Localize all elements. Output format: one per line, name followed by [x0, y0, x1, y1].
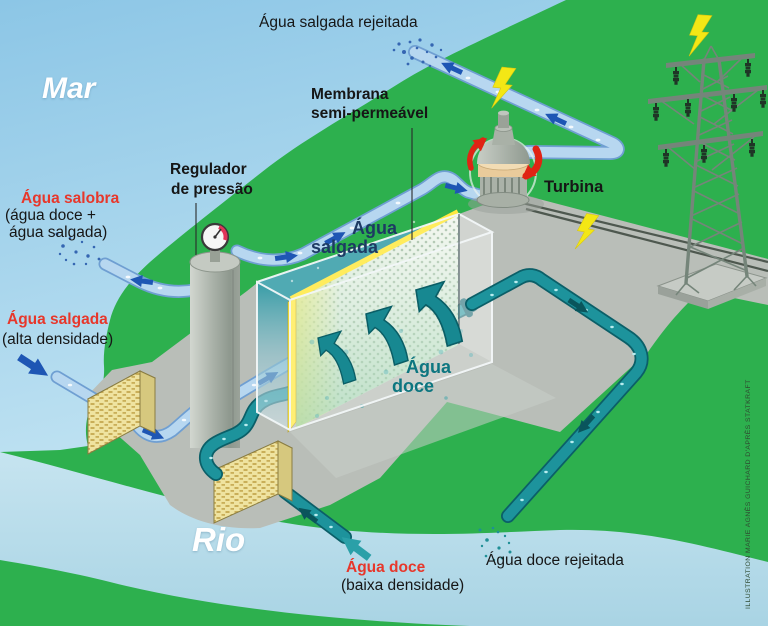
- tank-freshwater-label-line2: doce: [392, 376, 435, 396]
- saltwater-intake-sub: (alta densidade): [2, 331, 114, 348]
- tank-saltwater-label-line2: salgada: [311, 237, 379, 257]
- turbine: [467, 110, 544, 214]
- pressure-regulator: [189, 203, 241, 448]
- pressure-gauge-icon: [200, 222, 230, 252]
- pipe-saltwater-to-turbine: [230, 170, 493, 267]
- spray-brackish: [55, 232, 101, 266]
- membrane-label-line2: semi-permeável: [311, 105, 429, 122]
- regulator-label-line2: de pressão: [171, 181, 253, 198]
- spray-rejected-saltwater: [392, 38, 443, 68]
- pylon-base-slab: [656, 263, 768, 309]
- rejected-freshwater-label: Água doce rejeitada: [486, 552, 624, 569]
- spray-rejected-freshwater: [478, 526, 512, 562]
- rotation-arrows: [467, 132, 543, 184]
- turbine-label: Turbina: [544, 178, 604, 196]
- tank-freshwater-label-line1: Água: [406, 357, 451, 377]
- sea-area: [0, 0, 566, 452]
- freshwater-intake-label: Água doce: [346, 559, 426, 576]
- pipe-rejected-freshwater: [465, 268, 649, 562]
- power-lines: [517, 200, 768, 273]
- river-label: Rio: [192, 521, 246, 558]
- pipe-freshwater-intake: [278, 485, 375, 566]
- transmission-tower-icon: [648, 45, 767, 296]
- membrane-top-edge: [289, 209, 460, 302]
- brackish-water-label: Água salobra: [21, 190, 120, 207]
- illustration-credit: ILLUSTRATION MARIE AGNÈS GUICHARD D'APRÈ…: [745, 379, 752, 609]
- brackish-water-sub2: água salgada): [9, 224, 108, 241]
- sea-label: Mar: [42, 72, 96, 105]
- pipe-rejected-saltwater: [392, 38, 625, 161]
- filter-block-river: [212, 440, 294, 524]
- membrane-label-line1: Membrana: [311, 86, 389, 103]
- rejected-saltwater-label: Água salgada rejeitada: [259, 14, 418, 31]
- membrane-tank: [256, 128, 495, 433]
- regulator-label-line1: Regulador: [170, 161, 247, 178]
- tank-saltwater-label-line1: Água: [352, 218, 397, 238]
- brackish-water-sub1: (água doce +: [5, 207, 96, 224]
- freshwater-intake-sub: (baixa densidade): [341, 577, 465, 594]
- filter-block-sea: [86, 370, 157, 455]
- river-area: [0, 452, 768, 626]
- saltwater-intake-label: Água salgada: [7, 311, 108, 328]
